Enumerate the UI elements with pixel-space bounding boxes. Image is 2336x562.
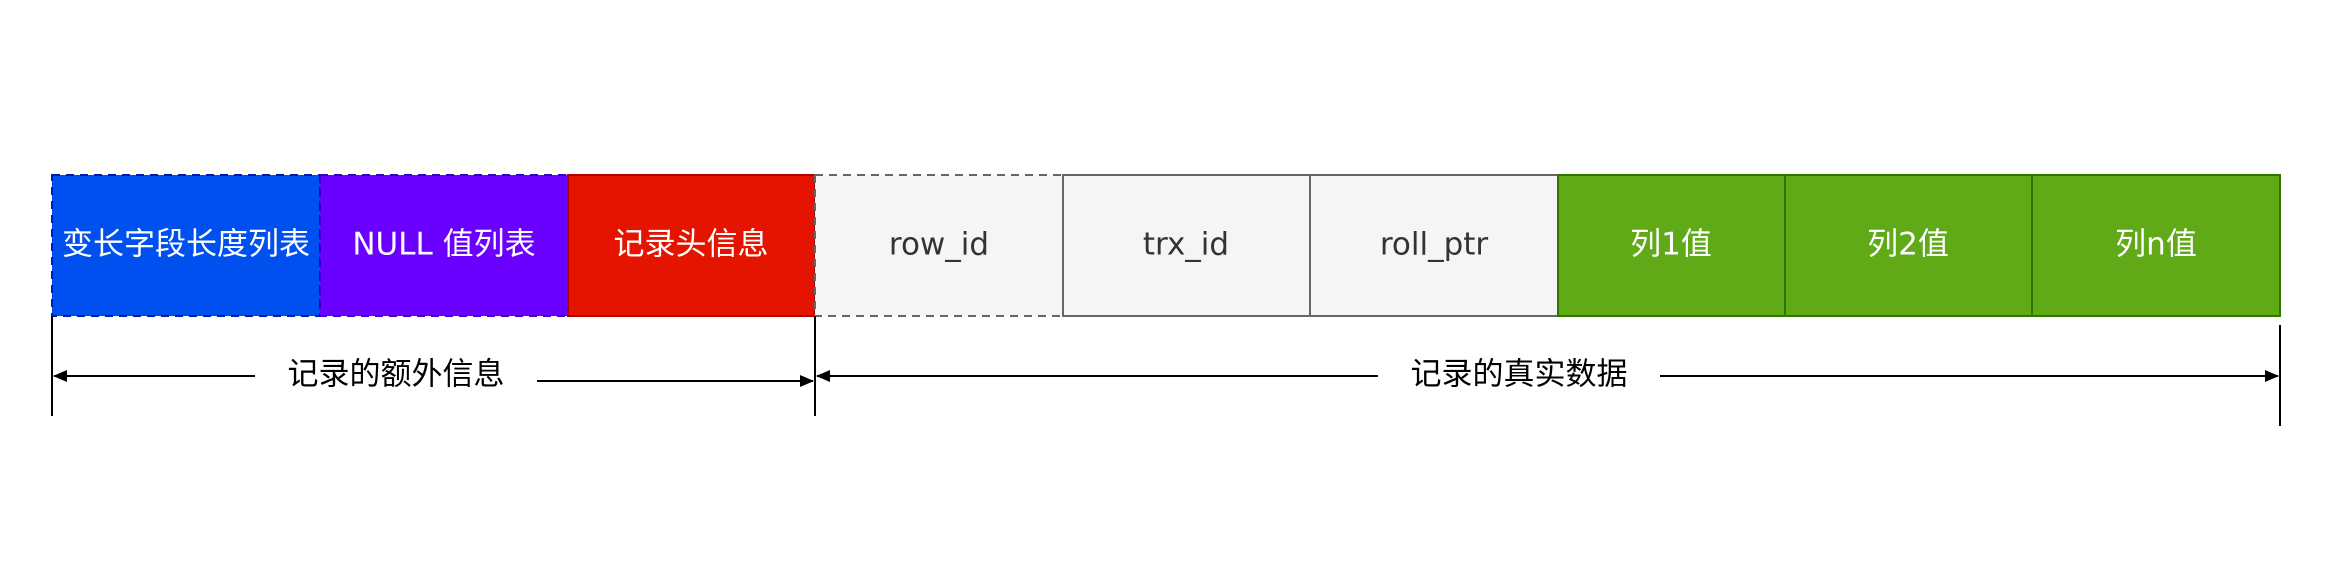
extra-info-label: 记录的额外信息 (288, 357, 505, 393)
cell-column-2-value: 列2值 (1784, 174, 2033, 317)
cell-row-id-label: row_id (889, 227, 989, 263)
cell-record-header-label: 记录头信息 (614, 227, 769, 263)
real-data-range: 记录的真实数据 (816, 325, 2281, 426)
cell-column-1-value-label: 列1值 (1630, 227, 1712, 263)
cell-variable-length-list-label: 变长字段长度列表 (62, 227, 310, 263)
cell-row-id: row_id (814, 174, 1064, 317)
cell-variable-length-list: 变长字段长度列表 (51, 174, 321, 317)
cell-record-header: 记录头信息 (567, 174, 816, 317)
cell-trx-id-label: trx_id (1143, 227, 1229, 263)
cell-null-value-list: NULL 值列表 (319, 174, 569, 317)
cell-column-2-value-label: 列2值 (1867, 227, 1949, 263)
cell-null-value-list-label: NULL 值列表 (352, 227, 535, 263)
cell-column-n-value: 列n值 (2031, 174, 2281, 317)
extra-info-range: 记录的额外信息 (51, 316, 816, 416)
cell-roll-ptr: roll_ptr (1309, 174, 1559, 317)
cell-column-1-value: 列1值 (1557, 174, 1786, 317)
real-data-label: 记录的真实数据 (1411, 357, 1628, 393)
cell-trx-id: trx_id (1062, 174, 1311, 317)
cell-roll-ptr-label: roll_ptr (1380, 227, 1489, 263)
cell-column-n-value-label: 列n值 (2115, 227, 2197, 263)
